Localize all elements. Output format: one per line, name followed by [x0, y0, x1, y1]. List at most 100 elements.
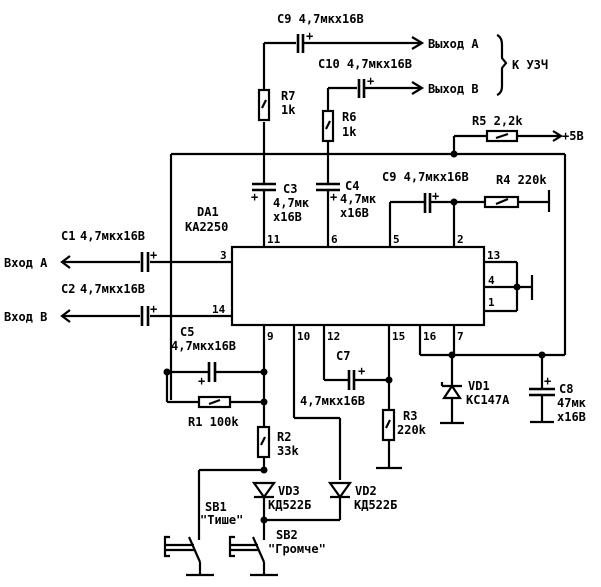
c5-plus: +: [198, 374, 205, 388]
c8-plus: +: [544, 374, 551, 388]
c4-value1: 4,7мк: [340, 192, 377, 206]
pin-14: 14: [212, 303, 226, 316]
pin-15: 15: [392, 330, 405, 343]
pin-16: 16: [423, 330, 437, 343]
resistor-r5: [452, 129, 564, 154]
c10-label: C10 4,7мкх16В: [318, 57, 412, 71]
c9-mid-plus: +: [432, 189, 439, 203]
pin-10: 10: [297, 330, 310, 343]
pin-1: 1: [488, 296, 495, 309]
pin-11: 11: [267, 233, 281, 246]
bus-wires: [169, 152, 567, 400]
r6-value: 1k: [342, 125, 357, 139]
output-group-label: К УЗЧ: [512, 58, 548, 72]
vd3-part: КД522Б: [268, 498, 311, 512]
r7-ref: R7: [281, 89, 295, 103]
resistor-r3: [376, 325, 402, 470]
junction-pin15: [385, 376, 393, 384]
resistor-r2: [256, 425, 271, 459]
c4-ref: C4: [345, 179, 359, 193]
r6-ref: R6: [342, 110, 356, 124]
vd1-ref: VD1: [468, 379, 490, 393]
ic-ref: DA1: [197, 205, 219, 219]
input-a-label: Вход А: [4, 256, 48, 270]
c3-ref: C3: [283, 182, 297, 196]
ic-da1-body: [230, 245, 486, 327]
r2-ref: R2: [277, 430, 291, 444]
pin10-wire: [292, 325, 342, 480]
capacitor-c4: [316, 154, 340, 247]
pin-6: 6: [331, 233, 338, 246]
c7-ref: C7: [336, 349, 350, 363]
vd1-part: КС147А: [466, 393, 510, 407]
c7-plus: +: [358, 364, 365, 378]
c10-plus: +: [367, 74, 374, 88]
diode-vd2: [264, 481, 353, 522]
capacitor-c1: [60, 252, 232, 272]
r3-value: 220k: [397, 423, 427, 437]
c7-value: 4,7мкх16В: [300, 394, 365, 408]
zener-vd1: [440, 355, 464, 425]
r5-label: R5 2,2k: [472, 114, 523, 128]
capacitor-c7: [322, 325, 389, 390]
resistor-r6: [321, 88, 335, 154]
c4-value2: х16В: [340, 206, 369, 220]
output-a-label: Выход А: [428, 37, 479, 51]
junction-c5-left: [163, 368, 171, 376]
c2-value: 4,7мкх16В: [80, 282, 145, 296]
capacitor-c3: [252, 154, 276, 247]
pin-4: 4: [488, 274, 495, 287]
resistor-r1: [167, 395, 264, 409]
r4-label: R4 220k: [496, 173, 547, 187]
pin-13: 13: [487, 249, 500, 262]
r3-ref: R3: [403, 409, 417, 423]
output-brace: [496, 33, 508, 97]
output-b-label: Выход В: [428, 82, 479, 96]
pin-2: 2: [457, 233, 464, 246]
sb2-name: "Громче": [268, 542, 326, 556]
switch-sb1[interactable]: [163, 468, 264, 577]
sb1-ref: SB1: [205, 500, 227, 514]
c1-plus: +: [150, 248, 157, 262]
c3-value1: 4,7мк: [273, 196, 310, 210]
vd2-part: КД522Б: [354, 498, 397, 512]
sb2-ref: SB2: [276, 528, 298, 542]
c3-value2: х16В: [273, 210, 302, 224]
pin-7: 7: [457, 330, 464, 343]
c5-ref: C5: [180, 325, 194, 339]
c3-plus: +: [251, 190, 258, 204]
c8-value1: 47мк: [557, 396, 587, 410]
pin-5: 5: [393, 233, 400, 246]
c9-top-label: C9 4,7мкх16В: [277, 12, 364, 26]
vd2-ref: VD2: [355, 484, 377, 498]
capacitor-c2: [60, 306, 232, 326]
c2-plus: +: [150, 302, 157, 316]
pin-12: 12: [327, 330, 340, 343]
vd3-ref: VD3: [278, 484, 300, 498]
switch-sb2[interactable]: [228, 520, 278, 577]
junction-r1: [260, 398, 268, 406]
pin16-7-wire: [418, 325, 565, 357]
diode-vd3: [251, 481, 277, 520]
supply-label: +5В: [562, 129, 584, 143]
junction-c5-right: [260, 368, 268, 376]
c8-value2: х16В: [557, 410, 586, 424]
capacitor-c8: [529, 355, 555, 424]
c2-ref: C2: [61, 282, 75, 296]
r7-value: 1k: [281, 103, 296, 117]
capacitor-c10: [328, 79, 425, 98]
r2-value: 33k: [277, 444, 299, 458]
c8-ref: C8: [559, 382, 573, 396]
junction-pin4: [513, 283, 521, 291]
input-b-label: Вход В: [4, 310, 47, 324]
ic-part: KA2250: [185, 220, 228, 234]
c9-top-plus: +: [306, 29, 313, 43]
resistor-r7: [257, 43, 271, 154]
c9-mid-label: C9 4,7мкх16В: [382, 170, 469, 184]
c4-plus: +: [330, 190, 337, 204]
sb1-name: "Тише": [200, 513, 243, 527]
capacitor-c9-output: [264, 34, 425, 53]
resistor-r4: [483, 190, 551, 212]
pin-9: 9: [267, 330, 274, 343]
